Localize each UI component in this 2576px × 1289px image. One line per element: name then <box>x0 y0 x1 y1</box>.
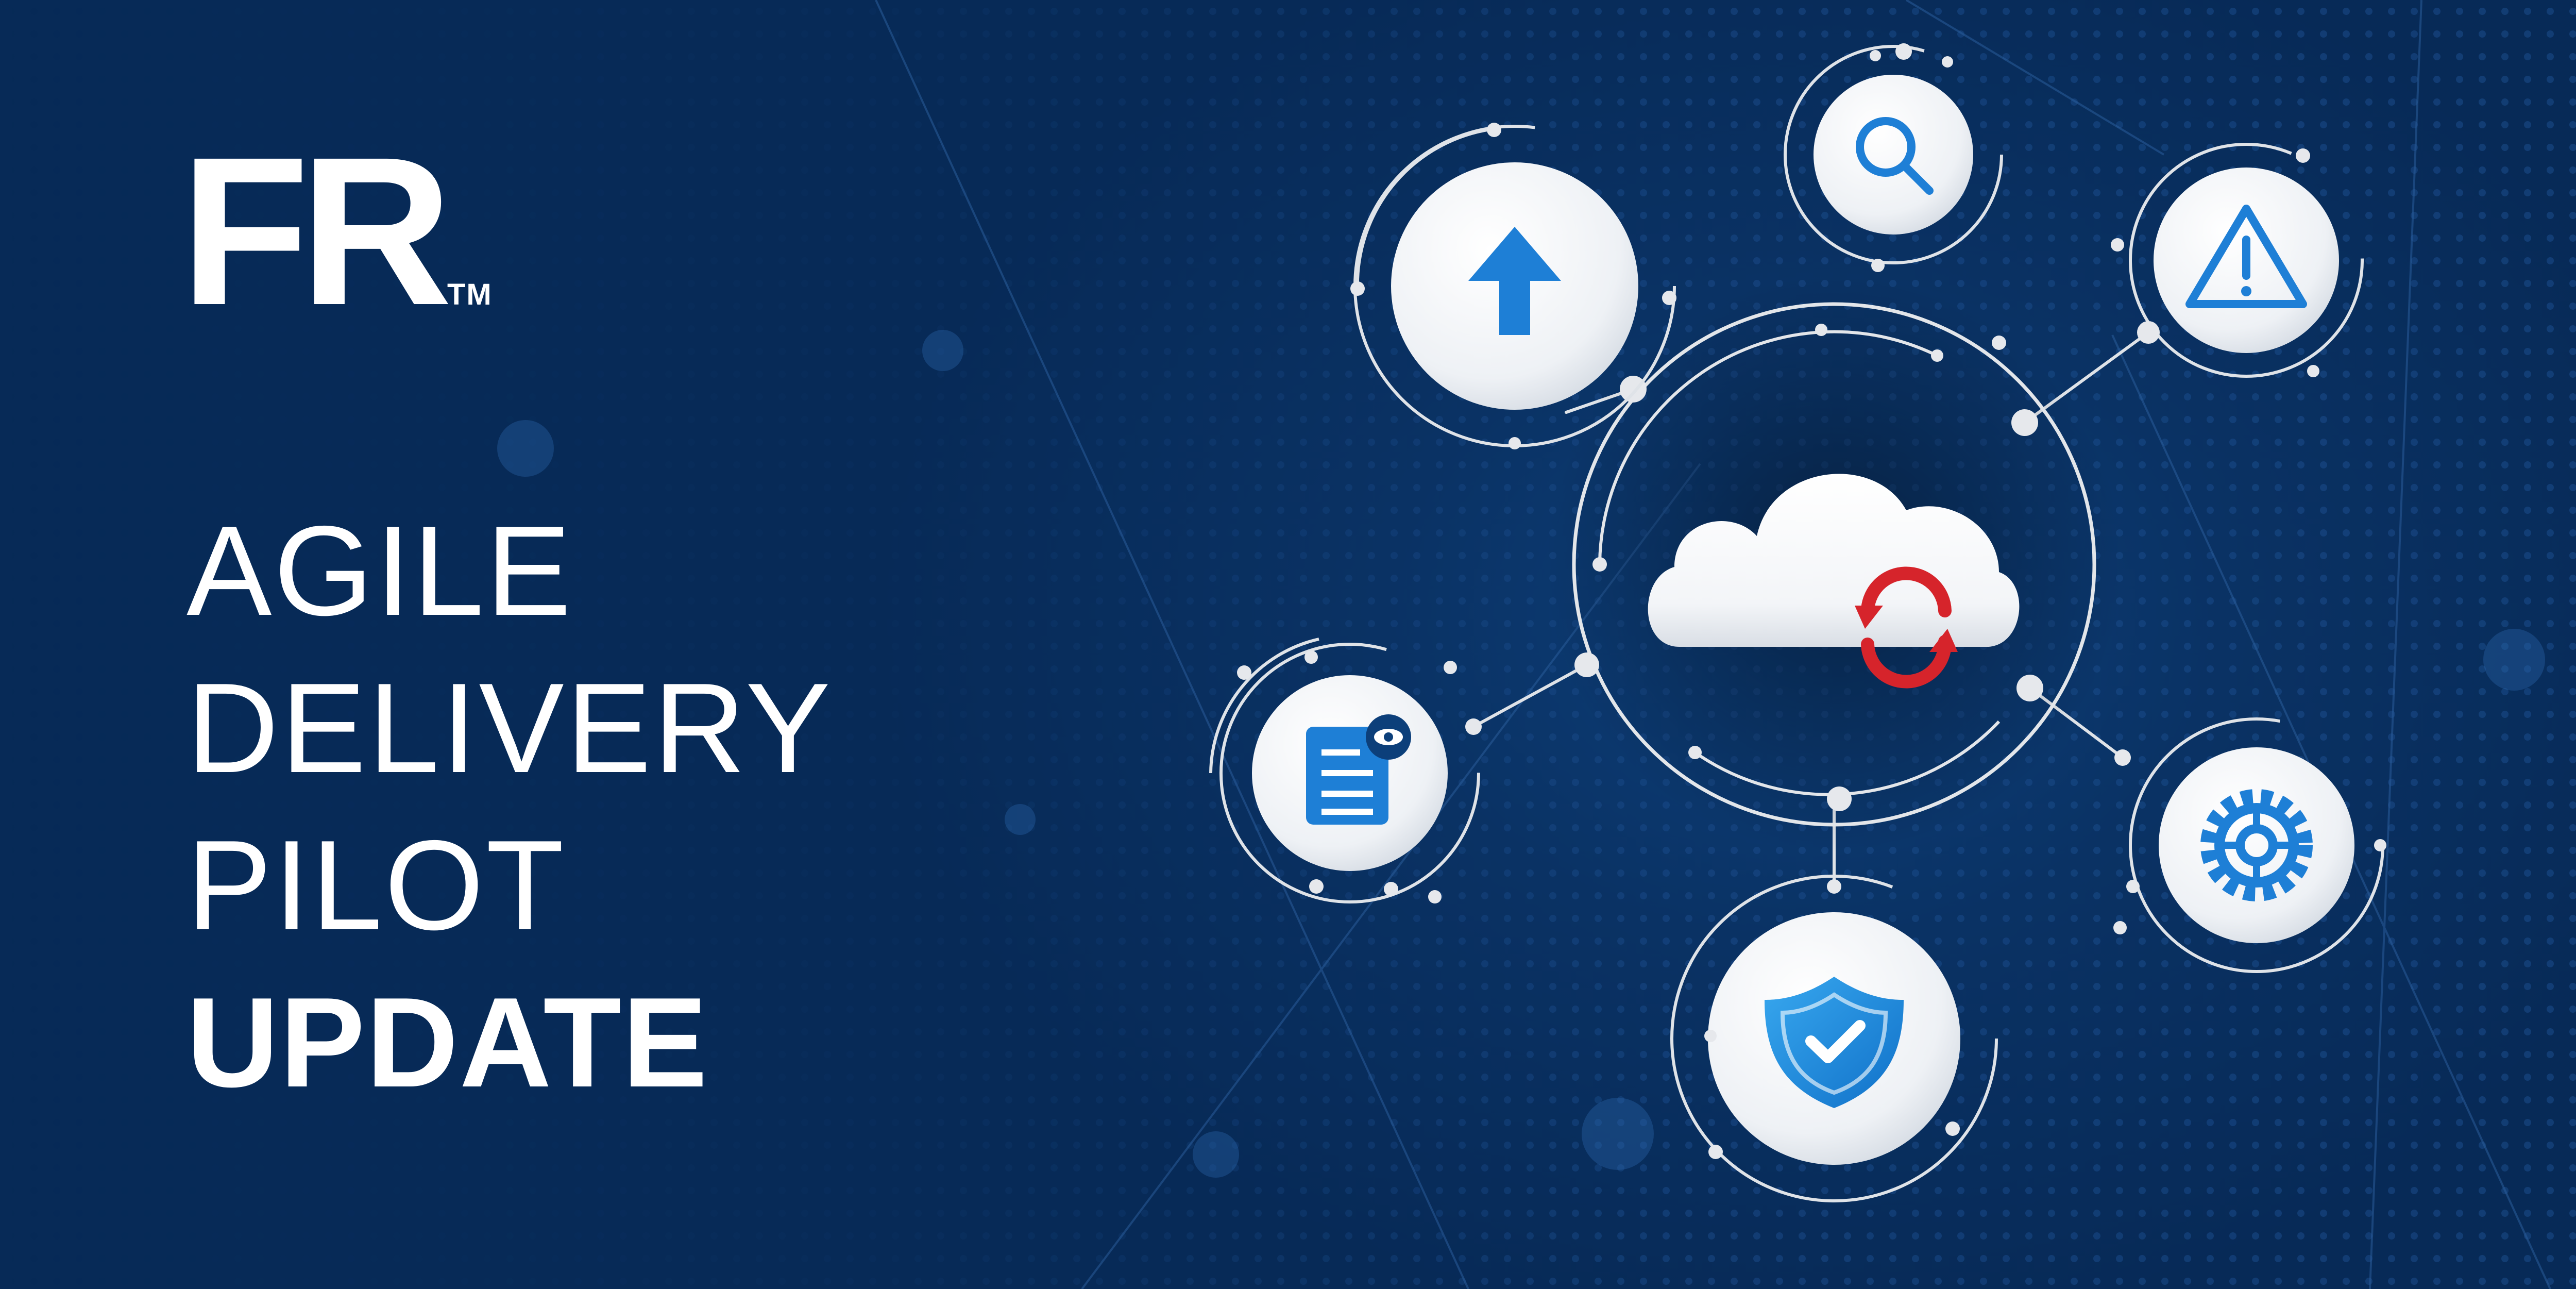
cloud-hub <box>1546 276 2123 853</box>
headline-line-4: UPDATE <box>187 970 709 1114</box>
document-eye-icon <box>1306 714 1411 825</box>
cloud-sync-icon <box>1648 474 2020 689</box>
gear-icon <box>2200 789 2313 901</box>
headline-line-1: AGILE <box>187 499 573 642</box>
gear-node <box>2113 717 2386 973</box>
search-icon <box>1856 117 1934 195</box>
document-node <box>1209 638 1482 903</box>
logo-text: FR <box>180 116 449 312</box>
headline: AGILE DELIVERY PILOT UPDATE <box>187 492 833 1121</box>
headline-line-3: PILOT <box>187 813 566 957</box>
upload-arrow-icon <box>1468 227 1561 335</box>
shield-node <box>1670 875 1998 1202</box>
headline-line-2: DELIVERY <box>187 656 833 799</box>
shield-check-icon <box>1765 977 1904 1108</box>
upload-node <box>1350 123 1676 449</box>
warning-icon <box>2185 205 2307 308</box>
fr-logo: FR <box>180 116 458 312</box>
search-node <box>1784 43 2003 272</box>
warning-node <box>2111 143 2364 378</box>
trademark-mark: TM <box>447 278 493 311</box>
